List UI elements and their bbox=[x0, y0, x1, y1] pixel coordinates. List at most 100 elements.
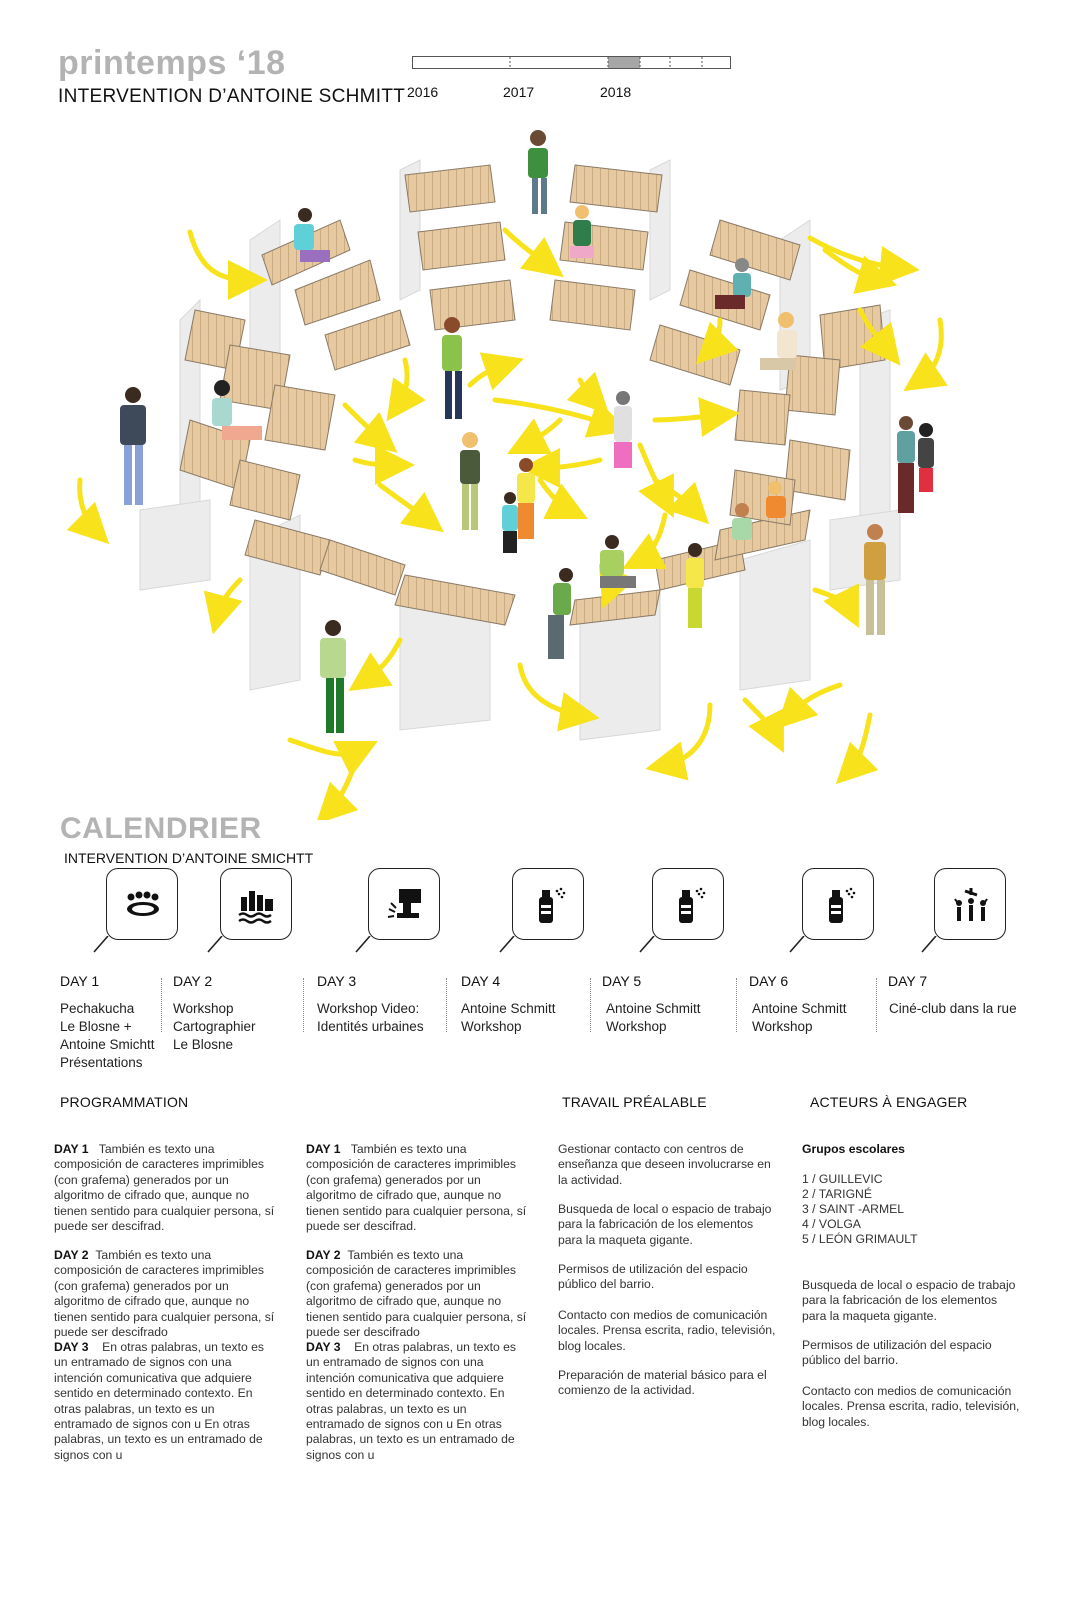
flow-arrows bbox=[66, 227, 948, 820]
day-5-bubble-tail bbox=[639, 936, 655, 953]
travail-item-2: Busqueda de local o espacio de trabajo p… bbox=[558, 1202, 772, 1247]
school-3: 3 / SAINT -ARMEL bbox=[802, 1202, 905, 1216]
program-text: También es texto una composición de cara… bbox=[306, 1142, 527, 1234]
spray-can-icon bbox=[539, 887, 566, 923]
day-1-bubble-tail bbox=[93, 936, 109, 953]
day-tag: DAY 1 bbox=[54, 1142, 89, 1156]
day-7-bubble-tail bbox=[921, 936, 937, 953]
day-2-description: Workshop Cartographier Le Blosne bbox=[173, 1001, 256, 1052]
travail-item-4: Contacto con medios de comunicación loca… bbox=[558, 1308, 776, 1353]
day-4-bubble bbox=[512, 868, 584, 940]
programmation-col2-day1: DAY 1 También es texto una composición d… bbox=[306, 1142, 528, 1234]
day-3-bubble bbox=[368, 868, 440, 940]
day-1-description: Pechakucha Le Blosne + Antoine Smichtt P… bbox=[60, 1001, 155, 1070]
day-tag: DAY 2 bbox=[306, 1248, 341, 1262]
person-6 bbox=[760, 312, 797, 370]
programmation-col1-day1: DAY 1 También es texto una composición d… bbox=[54, 1142, 276, 1234]
day-6-bubble bbox=[802, 868, 874, 940]
program-text: En otras palabras, un texto es un entram… bbox=[54, 1340, 265, 1462]
acteurs-note-3: Contacto con medios de comunicación loca… bbox=[802, 1384, 1020, 1429]
person-21 bbox=[320, 620, 346, 733]
timeline-highlight bbox=[608, 57, 640, 68]
day-6-description: Antoine Schmitt Workshop bbox=[752, 1001, 847, 1034]
city-water-icon bbox=[238, 891, 273, 924]
program-text: También es texto una composición de cara… bbox=[54, 1248, 275, 1340]
school-4: 4 / VOLGA bbox=[802, 1217, 861, 1231]
person-11 bbox=[517, 458, 535, 539]
day-separator bbox=[736, 978, 737, 1032]
person-18 bbox=[686, 543, 704, 628]
person-7 bbox=[120, 387, 146, 505]
person-1 bbox=[528, 130, 548, 214]
day-3-description: Workshop Video: Identités urbaines bbox=[317, 1001, 424, 1034]
day-2-bubble-tail bbox=[207, 936, 223, 953]
stamp-hand-icon bbox=[387, 889, 421, 918]
day-tag: DAY 3 bbox=[54, 1340, 89, 1354]
program-text: En otras palabras, un texto es un entram… bbox=[306, 1340, 517, 1462]
person-4 bbox=[442, 317, 462, 419]
person-15 bbox=[766, 481, 786, 518]
day-4-bubble-tail bbox=[499, 936, 515, 953]
day-2-bubble bbox=[220, 868, 292, 940]
day-3-label: DAY 3 bbox=[317, 973, 357, 989]
programmation-heading: PROGRAMMATION bbox=[60, 1094, 189, 1110]
calendar-subtitle: INTERVENTION D’ANTOINE SMICHTT bbox=[64, 850, 314, 866]
programmation-col1-day3: DAY 3 En otras palabras, un texto es un … bbox=[54, 1340, 276, 1463]
day-separator bbox=[446, 978, 447, 1032]
travail-item-3: Permisos de utilización del espacio públ… bbox=[558, 1262, 748, 1292]
timeline-year-2017: 2017 bbox=[503, 84, 535, 100]
person-19 bbox=[548, 568, 573, 659]
timeline-bar bbox=[412, 56, 731, 69]
day-7-description: Ciné-club dans la rue bbox=[889, 1001, 1017, 1016]
day-separator bbox=[876, 978, 877, 1032]
travail-item-5: Preparación de material básico para el c… bbox=[558, 1368, 767, 1398]
person-13 bbox=[897, 416, 915, 513]
people-figures bbox=[120, 130, 934, 733]
person-12 bbox=[502, 492, 518, 553]
person-8 bbox=[212, 380, 262, 440]
timeline-year-2016: 2016 bbox=[407, 84, 439, 100]
travail-heading: TRAVAIL PRÉALABLE bbox=[562, 1094, 707, 1110]
person-14 bbox=[918, 423, 934, 492]
page-title: printemps ‘18 bbox=[58, 44, 286, 82]
programmation-col1-day2: DAY 2 También es texto una composición d… bbox=[54, 1248, 276, 1340]
acteurs-note-1: Busqueda de local o espacio de trabajo p… bbox=[802, 1278, 1016, 1323]
program-text: También es texto una composición de cara… bbox=[306, 1248, 527, 1340]
acteurs-heading: ACTEURS À ENGAGER bbox=[810, 1094, 968, 1110]
day-tag: DAY 3 bbox=[306, 1340, 341, 1354]
travail-item-1: Gestionar contacto con centros de enseña… bbox=[558, 1142, 771, 1187]
day-7-bubble bbox=[934, 868, 1006, 940]
day-separator bbox=[303, 978, 304, 1032]
person-5 bbox=[715, 258, 751, 309]
day-4-description: Antoine Schmitt Workshop bbox=[461, 1001, 556, 1034]
day-separator bbox=[161, 978, 162, 1032]
programmation-col2-day3: DAY 3 En otras palabras, un texto es un … bbox=[306, 1340, 528, 1463]
day-5-label: DAY 5 bbox=[602, 973, 642, 989]
day-tag: DAY 1 bbox=[306, 1142, 341, 1156]
person-3 bbox=[294, 208, 330, 262]
day-1-bubble bbox=[106, 868, 178, 940]
spray-can-icon bbox=[829, 887, 856, 923]
person-9 bbox=[614, 391, 632, 468]
person-16 bbox=[732, 503, 752, 540]
timeline-year-2018: 2018 bbox=[600, 84, 632, 100]
day-6-label: DAY 6 bbox=[749, 973, 789, 989]
day-3-bubble-tail bbox=[355, 936, 371, 953]
school-5: 5 / LEÓN GRIMAULT bbox=[802, 1232, 918, 1246]
day-tag: DAY 2 bbox=[54, 1248, 89, 1262]
day-4-label: DAY 4 bbox=[461, 973, 501, 989]
meeting-table-icon bbox=[127, 891, 159, 916]
acteurs-note-2: Permisos de utilización del espacio públ… bbox=[802, 1338, 992, 1368]
person-20 bbox=[864, 524, 886, 635]
day-5-bubble bbox=[652, 868, 724, 940]
installation-illustration bbox=[66, 130, 948, 820]
person-2 bbox=[570, 205, 594, 258]
acteurs-group-title: Grupos escolares bbox=[802, 1142, 905, 1156]
school-1: 1 / GUILLEVIC bbox=[802, 1172, 883, 1186]
day-6-bubble-tail bbox=[789, 936, 805, 953]
programmation-col2-day2: DAY 2 También es texto una composición d… bbox=[306, 1248, 528, 1340]
school-2: 2 / TARIGNÉ bbox=[802, 1187, 872, 1201]
day-7-label: DAY 7 bbox=[888, 973, 928, 989]
spray-can-icon bbox=[679, 887, 706, 923]
person-10 bbox=[460, 432, 480, 530]
